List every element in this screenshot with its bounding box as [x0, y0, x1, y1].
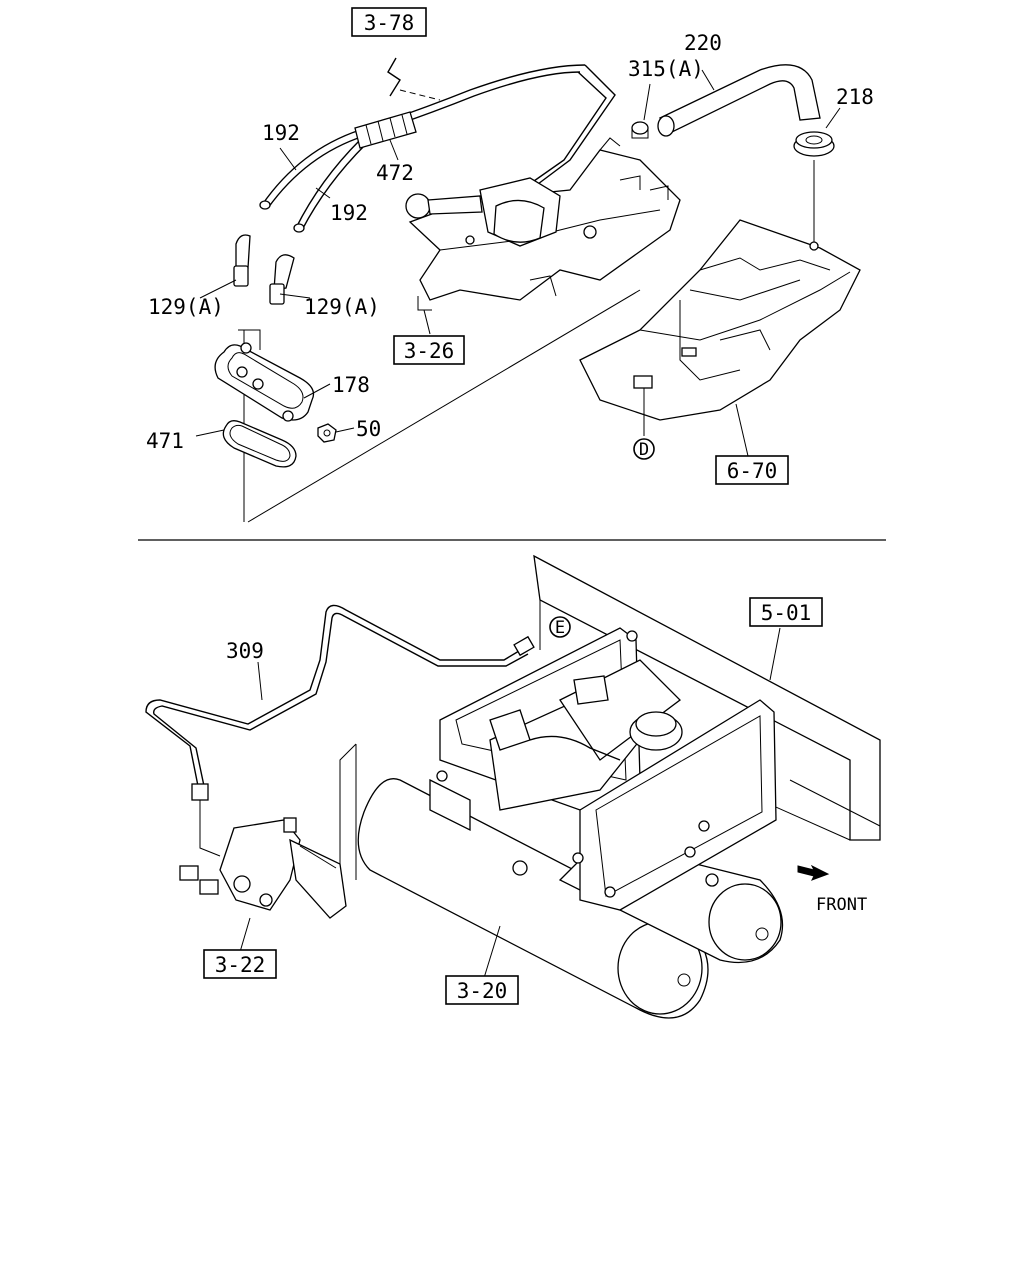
part-192-upper[interactable]: 192 [262, 121, 300, 145]
ref-3-20[interactable]: 3-20 [457, 979, 508, 1003]
part-129a-right[interactable]: 129(A) [304, 295, 380, 319]
nut-50 [317, 423, 337, 443]
ref-3-78[interactable]: 3-78 [364, 11, 415, 35]
connector-d: D [639, 440, 649, 460]
elbow-fitting-129a-left [233, 234, 251, 287]
front-label: FRONT [816, 895, 867, 915]
bottom-assembly: E [145, 554, 881, 1019]
connector-d-icon [633, 438, 655, 460]
elbow-fitting-129a-right [269, 254, 295, 305]
grommet-218 [793, 131, 835, 246]
part-192-lower[interactable]: 192 [330, 201, 368, 225]
part-129a-left[interactable]: 129(A) [148, 295, 224, 319]
valve-3-22 [179, 743, 357, 919]
frame-rail-5-01 [533, 554, 881, 841]
part-471[interactable]: 471 [146, 429, 184, 453]
break-marker [387, 57, 401, 97]
ref-6-70[interactable]: 6-70 [727, 459, 778, 483]
ref-3-26[interactable]: 3-26 [404, 339, 455, 363]
ref-5-01[interactable]: 5-01 [761, 601, 812, 625]
part-50[interactable]: 50 [356, 417, 381, 441]
floor-panel-6-70 [579, 219, 861, 436]
part-309[interactable]: 309 [226, 639, 264, 663]
part-220[interactable]: 220 [684, 31, 722, 55]
hose-192 [259, 64, 616, 233]
front-arrow-icon [797, 864, 830, 881]
gasket-471 [222, 420, 297, 468]
part-178[interactable]: 178 [332, 373, 370, 397]
part-218[interactable]: 218 [836, 85, 874, 109]
top-assembly [195, 57, 861, 523]
valve-bracket-assembly [405, 137, 681, 311]
connector-e-icon [549, 616, 571, 638]
part-315a[interactable]: 315(A) [628, 57, 704, 81]
pipe-309 [145, 604, 535, 801]
part-472[interactable]: 472 [376, 161, 414, 185]
corrugated-hose-472 [354, 111, 417, 149]
plate-178 [214, 342, 315, 422]
connector-e: E [555, 618, 565, 638]
ref-3-22[interactable]: 3-22 [215, 953, 266, 977]
hose-220 [657, 64, 821, 137]
air-dryer-unit [489, 659, 683, 811]
clamp-315a [631, 121, 649, 139]
